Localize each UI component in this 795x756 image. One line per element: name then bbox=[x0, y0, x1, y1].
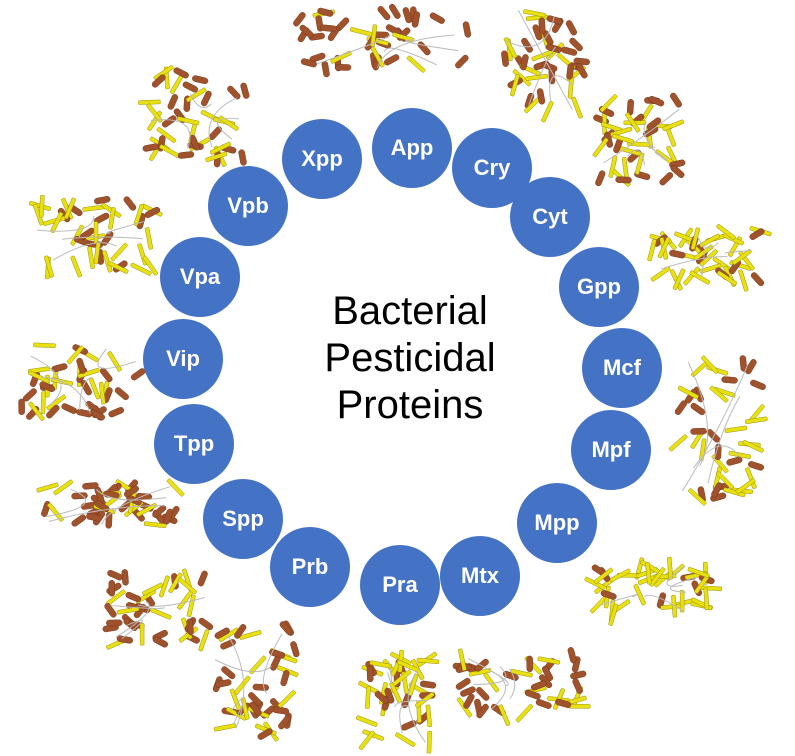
node-spp: Spp bbox=[203, 479, 283, 559]
node-mpf: Mpf bbox=[571, 410, 651, 490]
protein-structure bbox=[501, 9, 590, 123]
title-line: Pesticidal bbox=[324, 336, 496, 380]
protein-structure bbox=[452, 647, 591, 727]
protein-structure bbox=[592, 92, 686, 187]
protein-structure bbox=[18, 342, 146, 422]
node-tpp: Tpp bbox=[154, 404, 234, 484]
title-line: Bacterial bbox=[332, 289, 488, 333]
protein-structure bbox=[293, 3, 472, 78]
node-gpp: Gpp bbox=[559, 247, 639, 327]
node-vpa: Vpa bbox=[160, 237, 240, 317]
node-cyt: Cyt bbox=[510, 177, 590, 257]
protein-structure bbox=[28, 194, 163, 280]
protein-structure bbox=[647, 223, 772, 292]
node-prb: Prb bbox=[270, 527, 350, 607]
protein-structure bbox=[212, 620, 300, 742]
node-xpp: Xpp bbox=[282, 119, 362, 199]
node-mpp: Mpp bbox=[517, 483, 597, 563]
protein-structure bbox=[584, 556, 722, 626]
node-mcf: Mcf bbox=[582, 328, 662, 408]
protein-structure bbox=[668, 355, 768, 506]
node-vpb: Vpb bbox=[208, 166, 288, 246]
protein-structure bbox=[138, 65, 250, 168]
title-line: Proteins bbox=[336, 383, 484, 427]
center-title: Bacterial Pesticidal Proteins bbox=[280, 288, 540, 429]
protein-structure bbox=[355, 649, 440, 754]
protein-structure bbox=[102, 568, 214, 652]
node-pra: Pra bbox=[360, 545, 440, 625]
node-mtx: Mtx bbox=[440, 536, 520, 616]
node-vip: Vip bbox=[143, 319, 223, 399]
node-app: App bbox=[372, 108, 452, 188]
protein-structure bbox=[36, 478, 185, 529]
